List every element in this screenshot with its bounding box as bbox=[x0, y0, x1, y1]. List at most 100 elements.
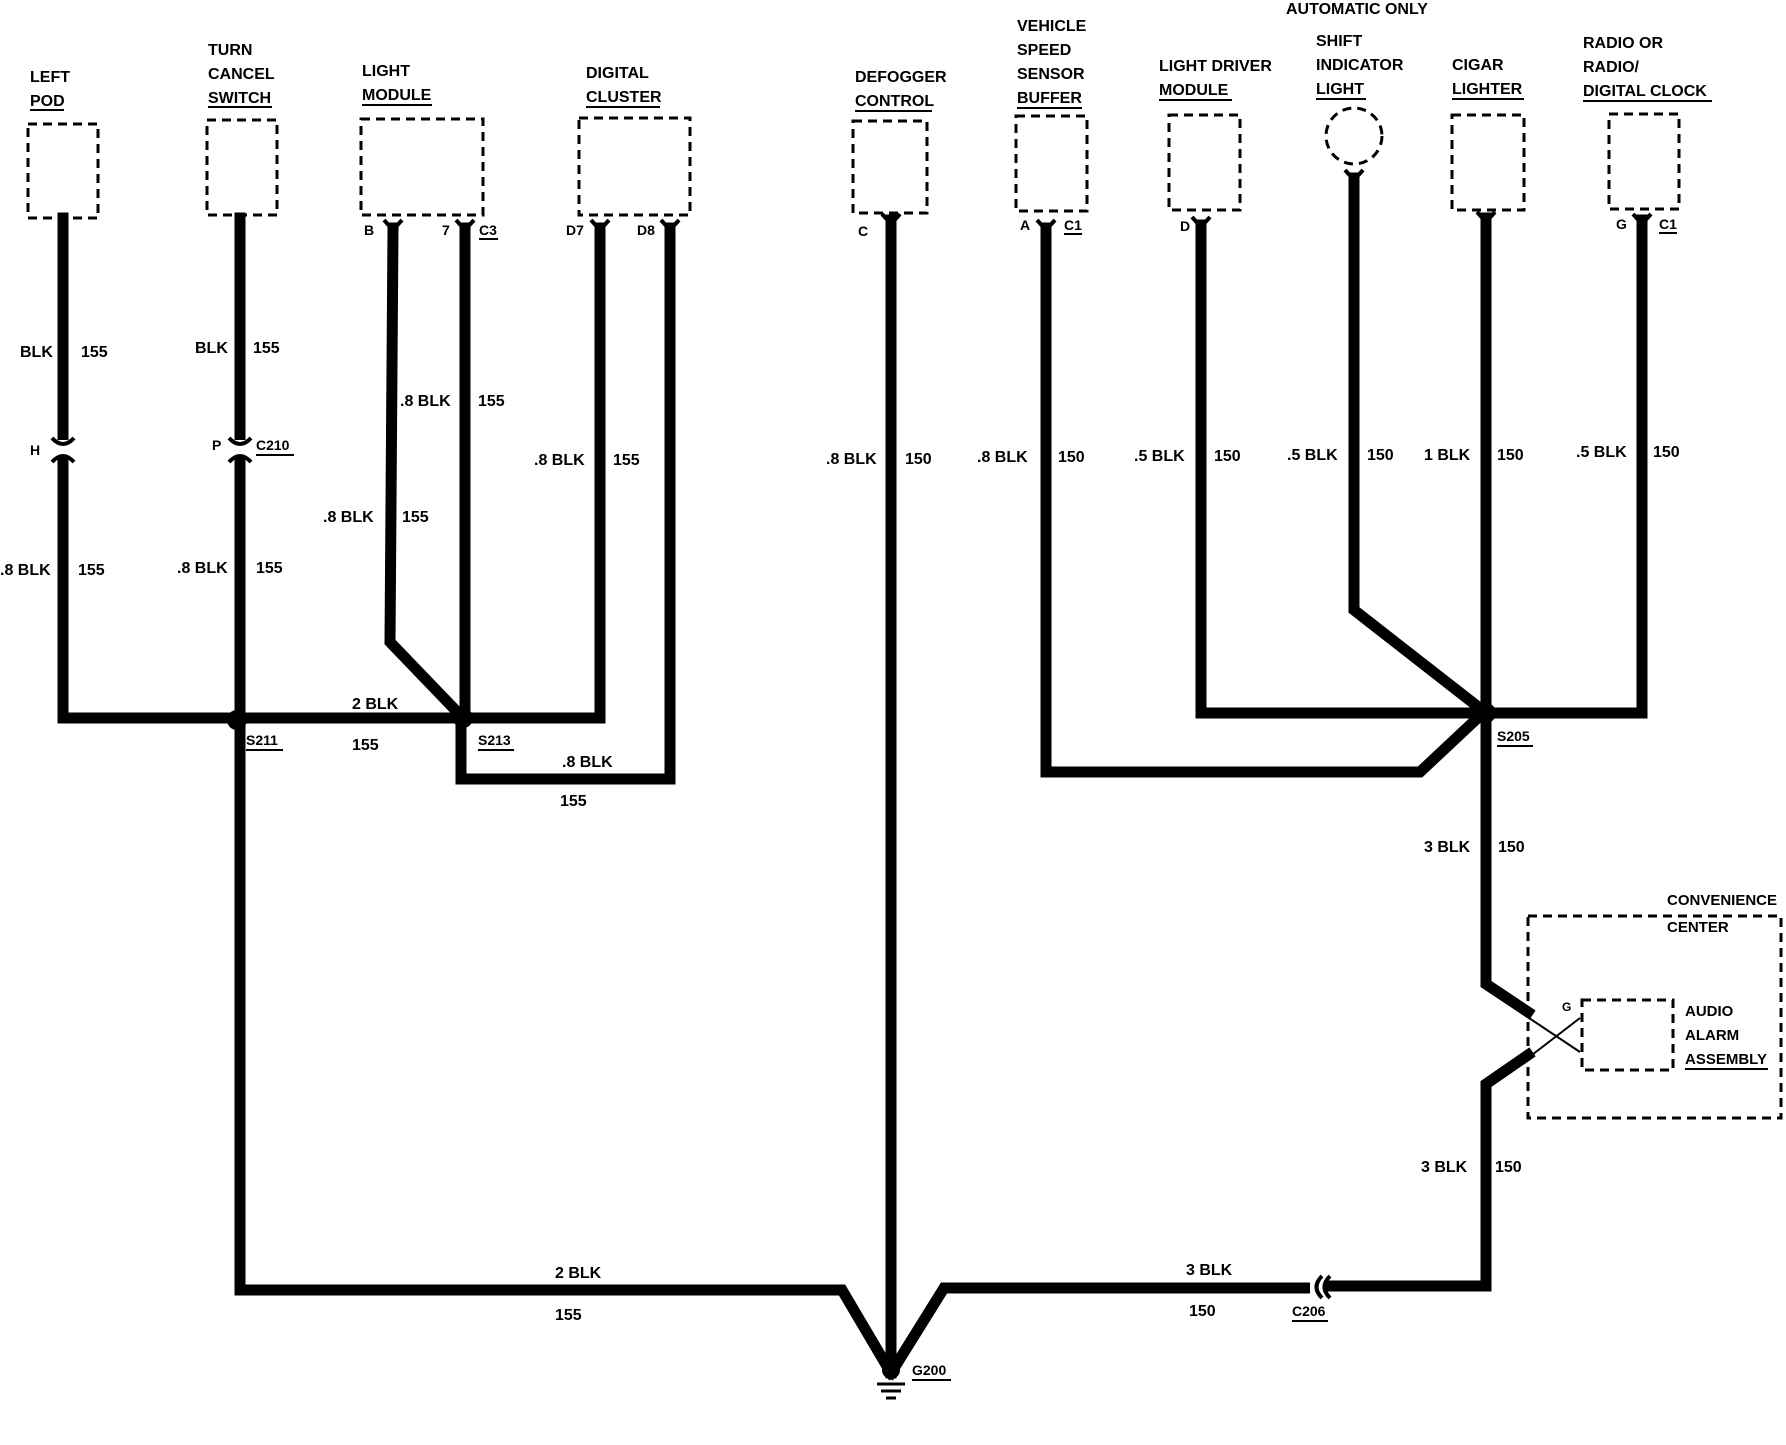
wire-ground-right bbox=[883, 1282, 1316, 1381]
wire-label-radio-circuit: 150 bbox=[1653, 444, 1680, 461]
wires bbox=[57, 172, 1648, 1381]
pin-labels: B 7 C3 D7 D8 C A C1 D G C1 H P C210 G bbox=[30, 216, 1677, 1014]
wire-label-radio-color: .5 BLK bbox=[1576, 444, 1627, 461]
wire-light-driver bbox=[1195, 219, 1492, 719]
splice-dots bbox=[227, 703, 1496, 730]
wire-cigar-lighter bbox=[1480, 212, 1536, 1020]
wire-label-lp-up-circuit: 155 bbox=[81, 344, 108, 361]
wire-label-lmb-color: .8 BLK bbox=[323, 509, 374, 526]
label-cigar-1: CIGAR bbox=[1452, 57, 1504, 74]
ground-g200-icon bbox=[877, 1361, 905, 1400]
cigar-lighter-box bbox=[1450, 113, 1526, 212]
label-radio-3: DIGITAL CLOCK bbox=[1583, 83, 1707, 100]
convenience-center-box bbox=[1526, 914, 1783, 1120]
component-labels: AUTOMATIC ONLY LEFT POD TURN CANCEL SWIT… bbox=[30, 1, 1777, 1070]
label-left-pod-2: POD bbox=[30, 93, 65, 110]
wire-label-lm7-color: .8 BLK bbox=[400, 393, 451, 410]
wire-label-d7-color: .8 BLK bbox=[534, 452, 585, 469]
label-shift-light-3: LIGHT bbox=[1316, 81, 1364, 98]
pin-rad-c1: C1 bbox=[1659, 216, 1677, 232]
left-pod-box bbox=[26, 122, 100, 220]
components bbox=[26, 106, 1783, 1120]
label-audio-alarm-1: AUDIO bbox=[1685, 1003, 1734, 1020]
wire-label-ground-left-circuit: 155 bbox=[555, 1307, 582, 1324]
wire-label-lp-dn-color: .8 BLK bbox=[0, 562, 51, 579]
label-vss-2: SPEED bbox=[1017, 42, 1071, 59]
label-digital-cluster-1: DIGITAL bbox=[586, 65, 649, 82]
wire-label-tc-dn-circuit: 155 bbox=[256, 560, 283, 577]
wire-label-def-circuit: 150 bbox=[905, 451, 932, 468]
pin-dc-d7: D7 bbox=[566, 222, 584, 238]
label-turn-cancel-1: TURN bbox=[208, 42, 252, 59]
pin-vss-a: A bbox=[1020, 217, 1030, 233]
digital-cluster-box bbox=[577, 116, 692, 217]
wire-label-alarm-down-color: 3 BLK bbox=[1421, 1159, 1468, 1176]
label-turn-cancel-3: SWITCH bbox=[208, 90, 271, 107]
splice-s205-dot bbox=[1476, 703, 1496, 723]
pin-dc-d8: D8 bbox=[637, 222, 655, 238]
wire-label-lmb-circuit: 155 bbox=[402, 509, 429, 526]
inline-connectors bbox=[50, 436, 1332, 1300]
wire-radio bbox=[1480, 214, 1648, 719]
light-driver-module-box bbox=[1167, 113, 1242, 212]
wire-label-shift-color: .5 BLK bbox=[1287, 447, 1338, 464]
label-vss-4: BUFFER bbox=[1017, 90, 1082, 107]
audio-alarm-assembly-box bbox=[1580, 998, 1675, 1072]
pin-lm-7: 7 bbox=[442, 222, 450, 238]
wire-label-vss-circuit: 150 bbox=[1058, 449, 1085, 466]
label-conv-center-1: CONVENIENCE bbox=[1667, 892, 1777, 909]
wire-label-tc-up-color: BLK bbox=[195, 340, 228, 357]
vehicle-speed-sensor-buffer-box bbox=[1014, 114, 1089, 213]
wire-label-lm7-circuit: 155 bbox=[478, 393, 505, 410]
wire-labels: BLK 155 .8 BLK 155 BLK 155 .8 BLK 155 .8… bbox=[0, 340, 1680, 1324]
pin-tc-p: P bbox=[212, 437, 221, 453]
pin-def-c: C bbox=[858, 223, 868, 239]
label-shift-light-1: SHIFT bbox=[1316, 33, 1362, 50]
wire-vss-buffer bbox=[1040, 222, 1492, 778]
label-light-module-1: LIGHT bbox=[362, 63, 410, 80]
wire-label-s205-down-circuit: 150 bbox=[1498, 839, 1525, 856]
wire-left-pod bbox=[57, 212, 243, 724]
pin-ld-d: D bbox=[1180, 218, 1190, 234]
wire-digital-cluster-d7 bbox=[457, 222, 606, 724]
turn-cancel-switch-box bbox=[205, 118, 279, 217]
label-conv-center-2: CENTER bbox=[1667, 919, 1729, 936]
wire-label-shift-circuit: 150 bbox=[1367, 447, 1394, 464]
wire-label-lp-up-color: BLK bbox=[20, 344, 53, 361]
wire-label-s211-s213-color: 2 BLK bbox=[352, 696, 399, 713]
wire-label-s205-down-color: 3 BLK bbox=[1424, 839, 1471, 856]
defogger-control-box bbox=[851, 119, 929, 215]
label-defogger-1: DEFOGGER bbox=[855, 69, 947, 86]
wire-label-vss-color: .8 BLK bbox=[977, 449, 1028, 466]
ground-g200: G200 bbox=[912, 1362, 946, 1378]
pin-rad-g: G bbox=[1616, 216, 1627, 232]
wire-shift-indicator bbox=[1348, 172, 1494, 721]
label-digital-cluster-2: CLUSTER bbox=[586, 89, 662, 106]
pin-aa-g: G bbox=[1562, 1000, 1571, 1014]
radio-digital-clock-box bbox=[1607, 112, 1681, 211]
label-light-driver-1: LIGHT DRIVER bbox=[1159, 58, 1272, 75]
wire-label-d8-loop-circuit: 155 bbox=[560, 793, 587, 810]
wire-ground-left bbox=[234, 1284, 899, 1381]
alarm-terminal-x bbox=[1519, 1011, 1581, 1059]
splice-s213-dot bbox=[453, 708, 473, 728]
wire-label-s211-s213-circuit: 155 bbox=[352, 737, 379, 754]
wire-label-tc-up-circuit: 155 bbox=[253, 340, 280, 357]
label-light-driver-2: MODULE bbox=[1159, 82, 1229, 99]
label-radio-2: RADIO/ bbox=[1583, 59, 1640, 76]
label-vss-1: VEHICLE bbox=[1017, 18, 1087, 35]
wire-label-lp-dn-circuit: 155 bbox=[78, 562, 105, 579]
wire-label-ld-color: .5 BLK bbox=[1134, 448, 1185, 465]
label-shift-light-2: INDICATOR bbox=[1316, 57, 1404, 74]
shift-indicator-light-icon bbox=[1324, 106, 1384, 166]
wire-digital-cluster-d8 bbox=[455, 222, 676, 785]
connector-c210: C210 bbox=[256, 437, 290, 453]
header-automatic-only: AUTOMATIC ONLY bbox=[1286, 1, 1428, 18]
wire-label-ground-left-color: 2 BLK bbox=[555, 1265, 602, 1282]
label-turn-cancel-2: CANCEL bbox=[208, 66, 275, 83]
connector-c206: C206 bbox=[1292, 1303, 1326, 1319]
label-cigar-2: LIGHTER bbox=[1452, 81, 1523, 98]
label-audio-alarm-3: ASSEMBLY bbox=[1685, 1051, 1767, 1068]
